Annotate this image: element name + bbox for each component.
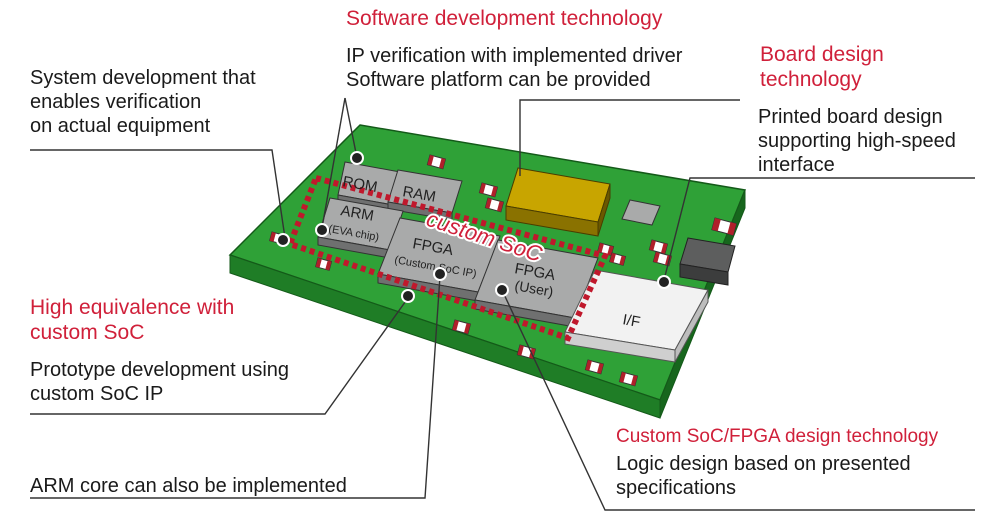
fpga-design-line2: specifications	[616, 477, 737, 499]
custom-soc-outline	[286, 174, 610, 342]
software-tech-line1: IP verification with implemented driver	[346, 45, 683, 67]
software-tech-title: Software development technology	[346, 7, 663, 30]
equivalence-line1: Prototype development using	[30, 359, 290, 381]
system-dev-line3: on actual equipment	[30, 115, 211, 137]
if-label: I/F	[621, 311, 641, 331]
leader-lines	[30, 97, 975, 511]
board-tech-line3: interface	[758, 154, 835, 176]
arm-core-line: ARM core can also be implemented	[30, 475, 347, 497]
board-tech-line1: Printed board design	[758, 106, 943, 128]
ram-label: RAM	[401, 183, 437, 206]
board-tech-title1: Board design	[760, 43, 884, 66]
equivalence-line2: custom SoC IP	[30, 383, 164, 405]
fpga-design-line1: Logic design based on presented	[616, 453, 911, 475]
gold-module	[505, 167, 611, 237]
system-dev-line2: enables verification	[30, 91, 202, 113]
board-tech-line2: supporting high-speed	[758, 130, 956, 152]
board-tech-title2: technology	[760, 68, 862, 91]
equivalence-title2: custom SoC	[30, 321, 145, 344]
arm-label: ARM	[339, 202, 375, 225]
software-tech-line2: Software platform can be provided	[346, 69, 651, 91]
grey-module	[621, 199, 736, 286]
leader-dots	[276, 151, 671, 303]
fpga-soc-label: FPGA	[411, 235, 454, 259]
fpga-design-title: Custom SoC/FPGA design technology	[616, 426, 939, 447]
rom-label: ROM	[341, 173, 378, 196]
smd-components	[269, 154, 737, 387]
fpga-user-label: FPGA	[513, 260, 556, 284]
system-dev-line1: System development that	[30, 67, 256, 89]
fpga-user-sub-label: (User)	[513, 277, 554, 300]
equivalence-title1: High equivalence with	[30, 296, 235, 319]
